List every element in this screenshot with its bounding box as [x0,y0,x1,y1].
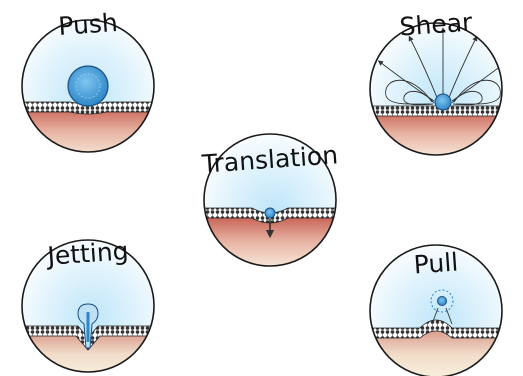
push-title: Push [57,8,118,41]
panel-shear: Shear [370,7,510,163]
pull-bubble [438,297,447,306]
panel-push: Push [18,8,158,160]
pull-title: Pull [413,247,459,279]
panel-pull: Pull [370,245,510,376]
shear-bubble [435,94,451,110]
shear-title: Shear [399,7,474,41]
panel-translation: Translation [200,134,344,274]
translation-bubble [265,208,275,218]
jetting-title: Jetting [45,236,130,271]
push-bubble [68,66,108,106]
panel-jetting: Jetting [22,236,162,376]
